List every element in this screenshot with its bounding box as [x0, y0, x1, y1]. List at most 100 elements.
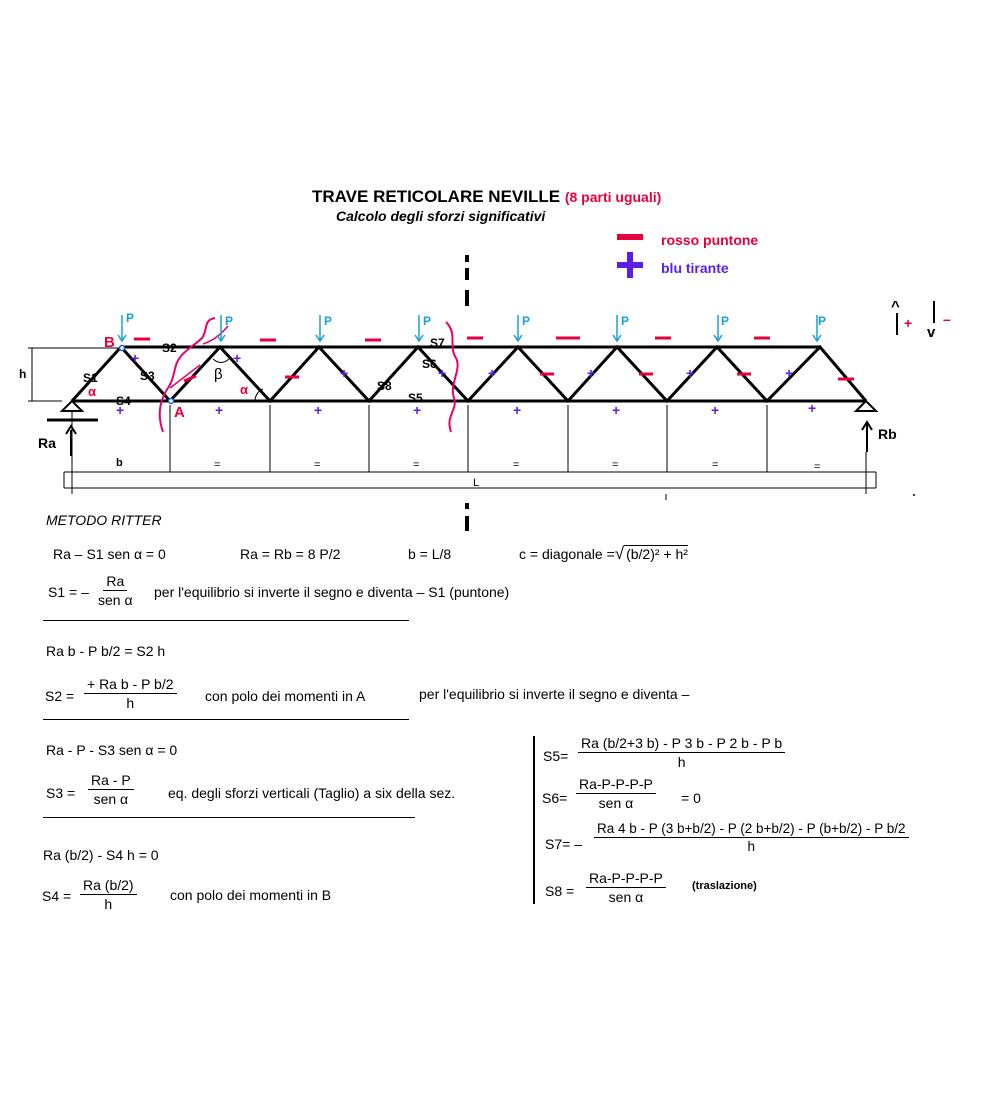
support-right-label: Rb	[878, 426, 897, 442]
eq-diagonal-lhs: c = diagonale =	[519, 546, 615, 562]
s4-equation: Ra (b/2) - S4 h = 0	[43, 847, 159, 863]
separator-3	[43, 817, 415, 818]
web-diagonals	[70, 344, 868, 404]
tie-plus: +	[438, 365, 446, 381]
span-label: L	[473, 477, 479, 489]
s4-denominator: h	[104, 896, 113, 912]
s8-fraction: Ra-P-P-P-P sen α	[586, 870, 666, 905]
bar-label-s4: S4	[116, 394, 131, 408]
separator-1	[43, 620, 409, 621]
s3-denominator: sen α	[93, 791, 129, 807]
load-label: P	[621, 314, 629, 328]
sign-minus: –	[943, 311, 951, 327]
section-cut-1	[158, 317, 216, 433]
s4-numerator: Ra (b/2)	[80, 877, 137, 895]
tie-plus: +	[116, 402, 124, 418]
s8-denominator: sen α	[608, 889, 644, 905]
sign-down-symbol: v	[927, 324, 936, 341]
s2-lhs: S2 =	[45, 688, 75, 704]
s1-numerator: Ra	[103, 573, 128, 591]
strut-legend-label: rosso puntone	[661, 232, 759, 248]
s7-lhs: S7= –	[545, 836, 582, 852]
load-label: P	[721, 314, 729, 328]
s5-fraction: Ra (b/2+3 b) - P 3 b - P 2 b - P b h	[578, 735, 786, 770]
load-label: P	[126, 311, 134, 325]
s3-equation: Ra - P - S3 sen α = 0	[46, 742, 178, 758]
bar-label-s5: S5	[408, 391, 423, 405]
tie-plus: +	[686, 365, 694, 381]
load-label: P	[818, 314, 826, 328]
node-a-marker	[167, 397, 175, 405]
load-label: P	[225, 314, 233, 328]
s6-numerator: Ra-P-P-P-P	[576, 776, 656, 794]
eq-b: b = L/8	[408, 546, 452, 562]
tie-plus: +	[513, 402, 521, 418]
tie-plus: +	[340, 365, 348, 381]
right-support	[853, 399, 879, 412]
diagram-title: TRAVE RETICOLARE NEVILLE (8 parti uguali…	[312, 187, 661, 207]
s4-lhs: S4 =	[42, 888, 72, 904]
height-dimension	[28, 347, 118, 402]
method-title: METODO RITTER	[46, 512, 162, 528]
title-note: (8 parti uguali)	[564, 189, 662, 205]
bar-label-s2: S2	[162, 341, 177, 355]
angle-alpha-mid: α	[240, 382, 248, 397]
height-label: h	[19, 367, 26, 381]
s6-lhs: S6=	[542, 790, 568, 806]
sign-plus: +	[904, 315, 912, 331]
section-cuts	[158, 317, 459, 433]
strut-markers	[134, 336, 854, 383]
equal-mark: =	[413, 459, 419, 471]
angle-beta: β	[214, 366, 223, 383]
section-cut-2	[445, 321, 459, 433]
tie-plus: +	[233, 350, 241, 366]
s1-denominator: sen α	[98, 592, 133, 608]
s4-fraction: Ra (b/2) h	[80, 877, 137, 912]
tie-plus: +	[808, 400, 816, 416]
equal-mark: =	[612, 459, 618, 471]
diagram-subtitle: Calcolo degli sforzi significativi	[336, 208, 546, 224]
s6-fraction: Ra-P-P-P-P sen α	[576, 776, 656, 811]
load-label: P	[324, 314, 332, 328]
load-arrows	[117, 315, 822, 343]
s2-pole-note: con polo dei momenti in A	[205, 688, 366, 704]
s2-denominator: h	[126, 695, 135, 711]
eq-diagonal: c = diagonale =√(b/2)² + h²	[519, 544, 688, 564]
equal-mark: =	[214, 459, 220, 471]
bar-label-s1: S1	[83, 371, 98, 385]
s8-note: (traslazione)	[692, 880, 757, 892]
column-divider	[533, 736, 535, 904]
s5-lhs: S5=	[543, 748, 569, 764]
sign-up-symbol: ^	[891, 298, 900, 315]
s7-numerator: Ra 4 b - P (3 b+b/2) - P (2 b+b/2) - P (…	[594, 821, 909, 838]
s2-numerator: + Ra b - P b/2	[84, 676, 177, 694]
strut-legend-swatch	[617, 234, 643, 240]
node-b-marker	[118, 344, 126, 352]
s2-fraction: + Ra b - P b/2 h	[84, 676, 177, 711]
tie-plus: +	[612, 402, 620, 418]
s3-lhs: S3 =	[46, 785, 76, 801]
tie-legend-swatch-v	[627, 252, 633, 278]
equal-mark: =	[513, 459, 519, 471]
bar-label-s7: S7	[430, 336, 445, 350]
s8-lhs: S8 =	[545, 883, 575, 899]
tie-plus-markers: + + + + + + + + + + + + + + + +	[116, 350, 816, 418]
title-text: TRAVE RETICOLARE NEVILLE	[312, 187, 561, 206]
bar-label-s3: S3	[140, 369, 155, 383]
reaction-arrows	[65, 420, 873, 456]
equal-mark: =	[814, 461, 820, 473]
tie-plus: +	[711, 402, 719, 418]
s1-note: per l'equilibrio si inverte il segno e d…	[154, 584, 510, 600]
bar-label-s8: S8	[377, 379, 392, 393]
s4-note: con polo dei momenti in B	[170, 887, 332, 903]
tie-plus: +	[413, 402, 421, 418]
angle-alpha-left: α	[88, 384, 96, 399]
load-labels: P P P P P P P P	[126, 311, 826, 328]
s3-numerator: Ra - P	[88, 772, 134, 790]
s7-fraction: Ra 4 b - P (3 b+b/2) - P (2 b+b/2) - P (…	[594, 821, 909, 854]
support-left-label: Ra	[38, 435, 56, 451]
s6-denominator: sen α	[598, 795, 634, 811]
separator-2	[43, 719, 409, 720]
eq-ra-rb: Ra = Rb = 8 P/2	[240, 546, 341, 562]
